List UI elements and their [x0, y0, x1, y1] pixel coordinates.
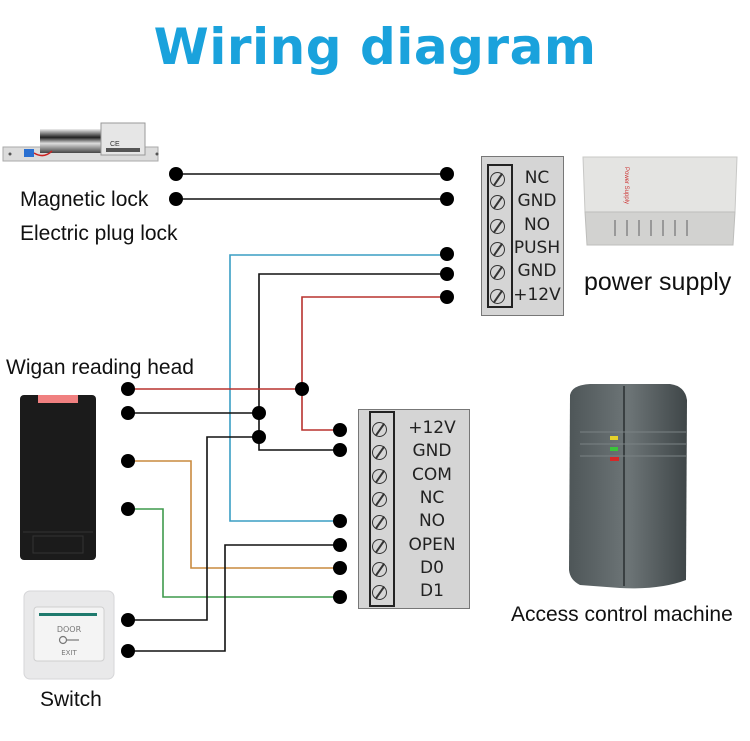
controller-terminal-dot: [333, 443, 347, 457]
controller-screw-icon: [372, 585, 387, 601]
reader-terminal-dot: [121, 406, 135, 420]
power-terminal-label: +12V: [513, 284, 561, 305]
controller-terminal-dot: [333, 423, 347, 437]
electric-lock-icon: CE: [2, 122, 159, 162]
wire-push-no: [229, 254, 447, 522]
reader-terminal-dot: [121, 454, 135, 468]
wire-reader-d1: [128, 508, 340, 598]
controller-terminal-label: NO: [418, 511, 446, 532]
access-control-label: Access control machine: [511, 603, 733, 626]
power-terminal-label: PUSH: [513, 237, 561, 258]
power-terminal-dot: [440, 267, 454, 281]
card-reader-icon: [20, 395, 96, 560]
reader-terminal-dot: [121, 502, 135, 516]
controller-screw-icon: [372, 538, 387, 554]
lock-terminal-dot: [169, 192, 183, 206]
controller-terminal-label: +12V: [408, 418, 456, 438]
switch-door-text: DOOR: [57, 625, 82, 634]
junction-dot: [252, 406, 266, 420]
reader-label: Wigan reading head: [6, 356, 194, 379]
controller-terminal-dot: [333, 561, 347, 575]
exit-switch-icon: DOOR EXIT: [23, 590, 115, 680]
power-supply-label: power supply: [584, 268, 732, 296]
power-terminal-dot: [440, 192, 454, 206]
wire-12v: [301, 296, 447, 431]
controller-terminal-label: D0: [420, 557, 444, 578]
power-terminal-dot: [440, 290, 454, 304]
power-screw-icon: [490, 265, 505, 281]
power-screw-icon: [490, 241, 505, 257]
reader-terminal-dot: [121, 382, 135, 396]
wire-reader-d0: [128, 460, 340, 569]
controller-terminal-label: COM: [412, 464, 452, 485]
power-screw-icon: [490, 195, 505, 211]
lock-label-magnetic: Magnetic lock: [20, 188, 149, 211]
power-terminal-label: NO: [523, 214, 551, 235]
switch-terminal-dot: [121, 613, 135, 627]
wire-gnd-gnd: [258, 273, 447, 451]
controller-screw-icon: [372, 422, 387, 437]
controller-terminal-strip: [369, 411, 395, 607]
access-control-machine-icon: [569, 384, 687, 589]
power-screw-icon: [490, 288, 505, 304]
lock-terminal-dot: [169, 167, 183, 181]
lock-label-plug: Electric plug lock: [20, 222, 178, 245]
junction-dot: [295, 382, 309, 396]
switch-terminal-dot: [121, 644, 135, 658]
power-terminal-label: GND: [517, 191, 557, 212]
svg-text:CE: CE: [110, 141, 120, 148]
controller-terminal-label: GND: [412, 441, 452, 462]
controller-terminal-dot: [333, 514, 347, 528]
power-supply-icon: Power Supply: [582, 156, 738, 246]
controller-screw-icon: [372, 561, 387, 577]
wire-switch-open: [128, 544, 340, 652]
controller-terminal-dot: [333, 590, 347, 604]
switch-label: Switch: [40, 688, 102, 711]
controller-terminal-dot: [333, 538, 347, 552]
power-terminal-dot: [440, 247, 454, 261]
diagram-title: Wiring diagram: [153, 18, 597, 76]
junction-dot: [252, 430, 266, 444]
power-terminal-dot: [440, 167, 454, 181]
controller-terminal-label: NC: [419, 487, 445, 508]
controller-screw-icon: [372, 468, 387, 484]
power-screw-icon: [490, 172, 505, 187]
power-screw-icon: [490, 218, 505, 234]
controller-screw-icon: [372, 445, 387, 461]
controller-screw-icon: [372, 515, 387, 531]
controller-terminal-label: D1: [420, 581, 444, 602]
controller-screw-icon: [372, 491, 387, 507]
power-terminal-label: GND: [517, 261, 557, 282]
power-terminal-strip: [487, 164, 513, 308]
power-supply-device-text: Power Supply: [623, 167, 629, 204]
power-terminal-label: NC: [524, 168, 550, 188]
switch-exit-text: EXIT: [61, 649, 77, 657]
controller-terminal-label: OPEN: [408, 534, 456, 555]
wire-switch-gnd: [128, 436, 259, 621]
